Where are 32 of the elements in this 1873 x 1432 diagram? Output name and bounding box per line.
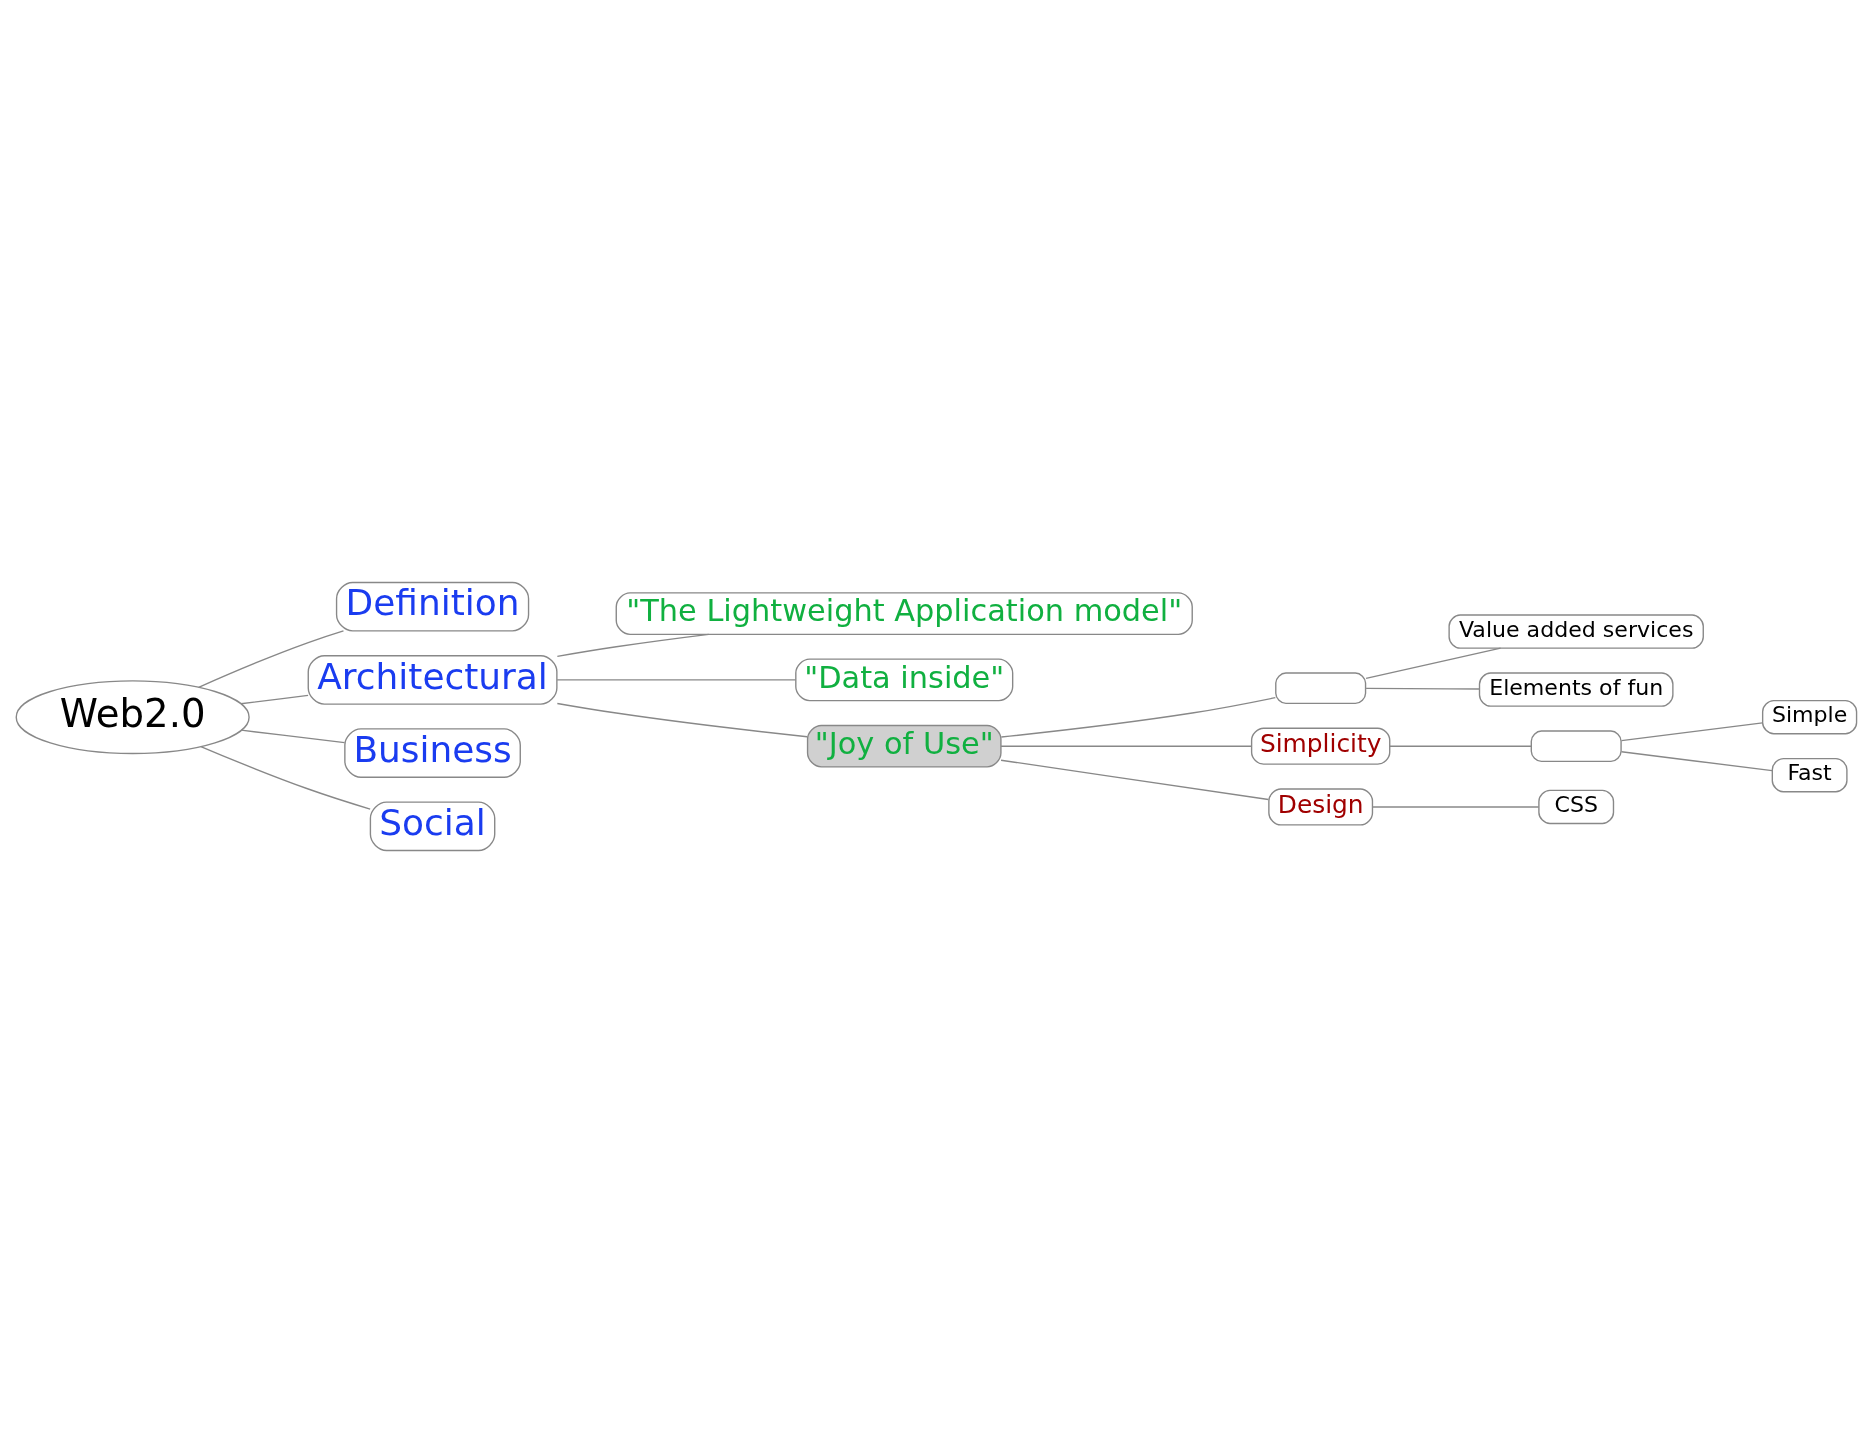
node-box: "The Lightweight Application model" <box>615 591 1193 635</box>
connector <box>240 694 309 704</box>
connector <box>1389 745 1532 747</box>
connector <box>1000 759 1270 800</box>
connector <box>1000 745 1253 747</box>
node-box: Architectural <box>307 654 558 705</box>
connector <box>240 728 346 743</box>
connector <box>1371 805 1540 808</box>
connector <box>197 629 345 688</box>
connector <box>556 633 710 657</box>
node-box: Business <box>344 727 521 778</box>
connector <box>1620 750 1773 771</box>
connector <box>1620 721 1764 741</box>
node-box: Simple <box>1761 699 1858 734</box>
node-box: Elements of fun <box>1478 671 1674 707</box>
connector <box>556 702 808 737</box>
node-box: Value added services <box>1448 613 1704 649</box>
node-ellipse: Web2.0 <box>15 679 250 754</box>
connector <box>1000 696 1277 738</box>
connector <box>200 745 371 810</box>
node-box: Social <box>369 800 496 851</box>
node-box: CSS <box>1538 789 1615 824</box>
connector <box>1365 687 1481 690</box>
node-box: Simplicity <box>1250 727 1391 765</box>
node-box <box>1530 729 1622 762</box>
node-box: "Data inside" <box>795 658 1014 701</box>
node-box: "Joy of Use" <box>806 724 1002 768</box>
node-box: Fast <box>1771 757 1848 792</box>
node-box: Definition <box>335 581 530 632</box>
node-box: Design <box>1268 787 1374 826</box>
node-box <box>1275 671 1367 704</box>
connector <box>556 678 797 681</box>
